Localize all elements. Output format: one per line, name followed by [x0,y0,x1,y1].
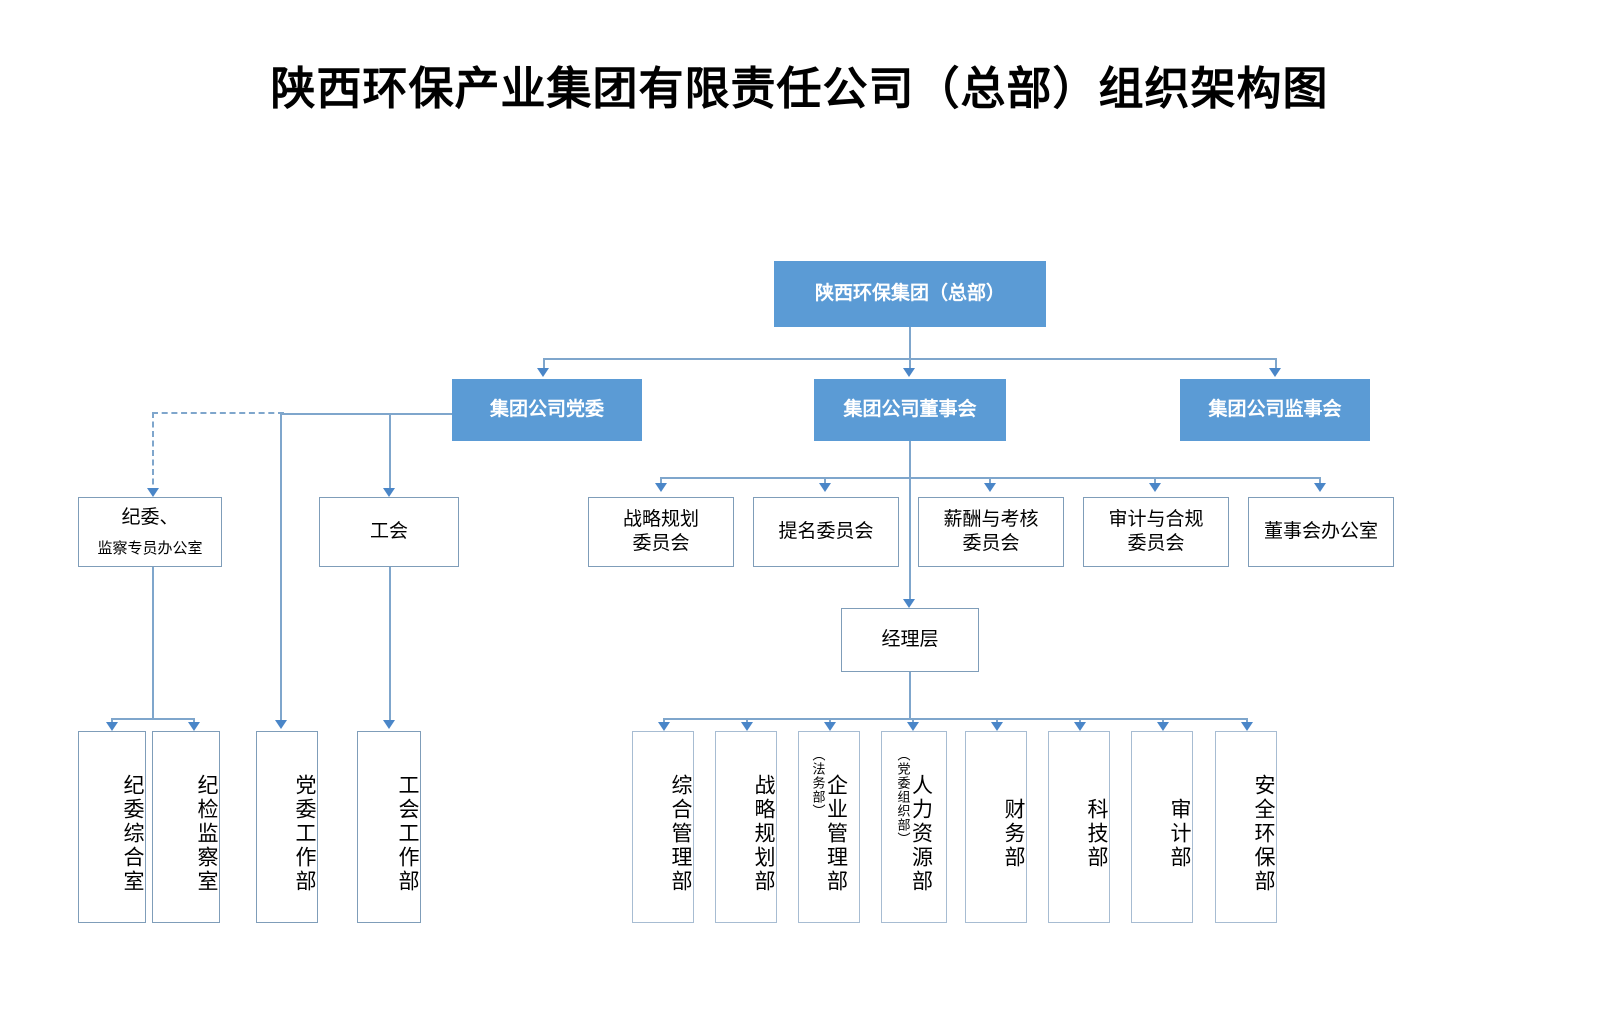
node-committee-audit-compliance-line1: 审计与合规 [1108,509,1204,531]
node-root[interactable]: 陕西环保集团（总部） [774,261,1046,327]
node-party-committee-label: 集团公司党委 [489,399,604,421]
arrow-to-dept-enterprise-mgmt [824,722,836,731]
connector-management-down [909,672,911,718]
node-board-office[interactable]: 董事会办公室 [1248,497,1394,567]
node-committee-strategy-line2: 委员会 [632,533,690,554]
arrow-to-dept-strategy-planning [741,722,753,731]
node-dept-human-resources-main: 人力资源部 [909,774,933,894]
node-committee-compensation[interactable]: 薪酬与考核 委员会 [918,497,1064,567]
arrow-to-committee-audit [1149,483,1161,492]
node-board-office-label: 董事会办公室 [1263,521,1378,543]
node-committee-strategy-line1: 战略规划 [622,509,699,531]
arrow-to-board-office [1314,483,1326,492]
arrow-to-union [383,488,395,497]
connector-root-down [909,327,911,359]
arrow-to-dept-human-resources [907,722,919,731]
arrow-to-committee-strategy [655,483,667,492]
arrow-to-union-work-dept [383,720,395,729]
node-committee-nomination[interactable]: 提名委员会 [753,497,899,567]
arrow-to-dept-finance [991,722,1003,731]
connector-discipline-down [152,567,154,718]
node-discipline-office-line2: 监察专员办公室 [97,539,203,557]
node-dept-discipline-general[interactable]: 纪委综合室 [78,731,146,923]
node-management-layer[interactable]: 经理层 [841,608,979,672]
node-dept-general-mgmt[interactable]: 综合管理部 [632,731,694,923]
arrow-to-committee-nomination [819,483,831,492]
node-party-committee[interactable]: 集团公司党委 [452,379,642,441]
arrow-to-discipline-inspection [188,722,200,731]
connector-to-supervisors [1275,358,1277,374]
node-dept-technology[interactable]: 科技部 [1048,731,1110,923]
arrow-to-supervisors [1269,368,1281,377]
node-dept-enterprise-mgmt[interactable]: 企业管理部 （法务部） [798,731,860,923]
node-board-of-directors[interactable]: 集团公司董事会 [814,379,1006,441]
arrow-to-dept-safety-environment [1241,722,1253,731]
node-labor-union-label: 工会 [369,521,408,543]
node-board-of-supervisors[interactable]: 集团公司监事会 [1180,379,1370,441]
node-dept-enterprise-mgmt-stack: 企业管理部 （法务部） [799,732,859,922]
connector-discipline-bus [111,718,193,720]
node-dept-human-resources-sub: （党委组织部） [895,748,911,846]
node-committee-audit-compliance[interactable]: 审计与合规 委员会 [1083,497,1229,567]
node-dept-audit-label: 审计部 [1168,798,1191,870]
arrow-to-dept-general-mgmt [658,722,670,731]
connector-union-down [389,567,391,726]
page-title: 陕西环保产业集团有限责任公司（总部）组织架构图 [270,62,1329,115]
arrow-to-party [537,368,549,377]
node-dept-strategy-planning-label: 战略规划部 [752,774,775,894]
node-dept-discipline-inspection[interactable]: 纪检监察室 [152,731,220,923]
arrow-to-committee-compensation [984,483,996,492]
node-dept-enterprise-mgmt-sub: （法务部） [810,748,826,818]
node-board-of-supervisors-label: 集团公司监事会 [1208,399,1342,421]
connector-dept-bus [663,718,1247,720]
node-discipline-office-line1: 纪委、 [121,506,179,528]
node-management-layer-label: 经理层 [881,629,939,651]
arrow-to-board [903,368,915,377]
arrow-to-party-work-dept [275,720,287,729]
node-dept-human-resources-stack: 人力资源部 （党委组织部） [882,732,946,922]
connector-board-to-management [909,477,911,605]
connector-party-to-union [389,413,391,494]
node-dept-enterprise-mgmt-main: 企业管理部 [824,774,848,894]
node-committee-compensation-line2: 委员会 [962,533,1020,554]
node-dept-audit[interactable]: 审计部 [1131,731,1193,923]
node-dept-technology-label: 科技部 [1085,798,1108,870]
node-dept-safety-environment[interactable]: 安全环保部 [1215,731,1277,923]
connector-party-to-party-work [280,413,282,726]
node-dept-general-mgmt-label: 综合管理部 [669,774,692,894]
node-discipline-office[interactable]: 纪委、 监察专员办公室 [78,497,222,567]
node-dept-union-work-label: 工会工作部 [396,774,419,894]
node-dept-discipline-inspection-label: 纪检监察室 [195,774,218,894]
arrow-to-management-layer [903,599,915,608]
node-dept-human-resources[interactable]: 人力资源部 （党委组织部） [881,731,947,923]
node-root-label: 陕西环保集团（总部） [814,283,1005,305]
node-dept-strategy-planning[interactable]: 战略规划部 [715,731,777,923]
arrow-to-dept-audit [1157,722,1169,731]
connector-party-dashed-down [152,412,154,494]
arrow-to-discipline-office [147,488,159,497]
node-dept-finance-label: 财务部 [1002,798,1025,870]
node-labor-union[interactable]: 工会 [319,497,459,567]
node-board-of-directors-label: 集团公司董事会 [843,399,977,421]
node-committee-audit-compliance-line2: 委员会 [1127,533,1185,554]
connector-board-down [909,441,911,478]
node-dept-party-work[interactable]: 党委工作部 [256,731,318,923]
connector-party-dashed-bus [152,412,284,414]
node-committee-nomination-label: 提名委员会 [778,521,874,543]
node-committee-compensation-line1: 薪酬与考核 [943,509,1039,531]
node-dept-discipline-general-label: 纪委综合室 [121,774,144,894]
arrow-to-dept-technology [1074,722,1086,731]
connector-party-left-bus [280,413,452,415]
arrow-to-discipline-general [106,722,118,731]
node-dept-finance[interactable]: 财务部 [965,731,1027,923]
connector-to-party [543,358,545,374]
node-dept-union-work[interactable]: 工会工作部 [357,731,421,923]
connector-to-board [909,358,911,374]
node-dept-party-work-label: 党委工作部 [293,774,316,894]
node-committee-strategy[interactable]: 战略规划 委员会 [588,497,734,567]
node-dept-safety-environment-label: 安全环保部 [1252,774,1275,894]
